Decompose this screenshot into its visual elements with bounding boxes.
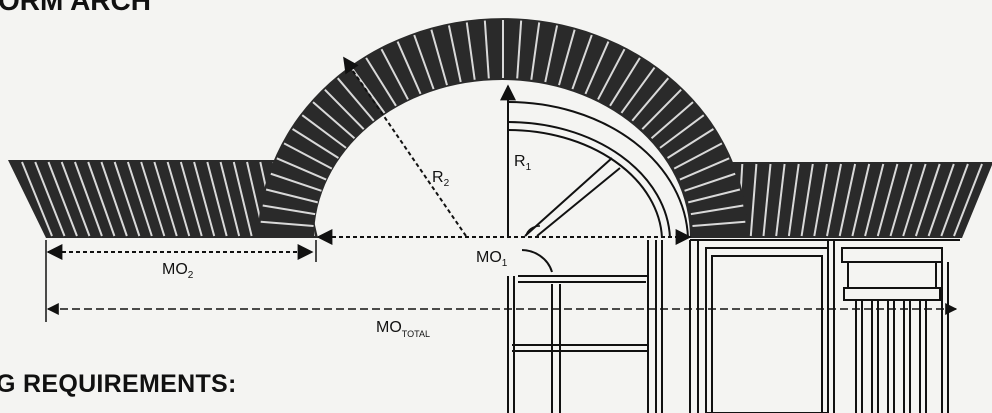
r1-label: R1 <box>514 153 532 173</box>
r2-label: R2 <box>432 169 450 189</box>
r2-dimension <box>343 56 467 237</box>
mo2-label: MO2 <box>162 261 194 281</box>
mo-total-label: MOTOTAL <box>376 319 430 339</box>
pilaster <box>841 247 949 413</box>
section-heading: G REQUIREMENTS: <box>0 370 237 398</box>
diagram-title: ORM ARCH <box>0 0 151 16</box>
mo1-label: MO1 <box>476 249 508 269</box>
brick-arch-ring <box>258 18 748 239</box>
window-frame <box>507 101 960 413</box>
dimension-lines <box>45 56 958 322</box>
lower-window-lines <box>507 276 515 413</box>
right-brick-header <box>690 162 992 238</box>
